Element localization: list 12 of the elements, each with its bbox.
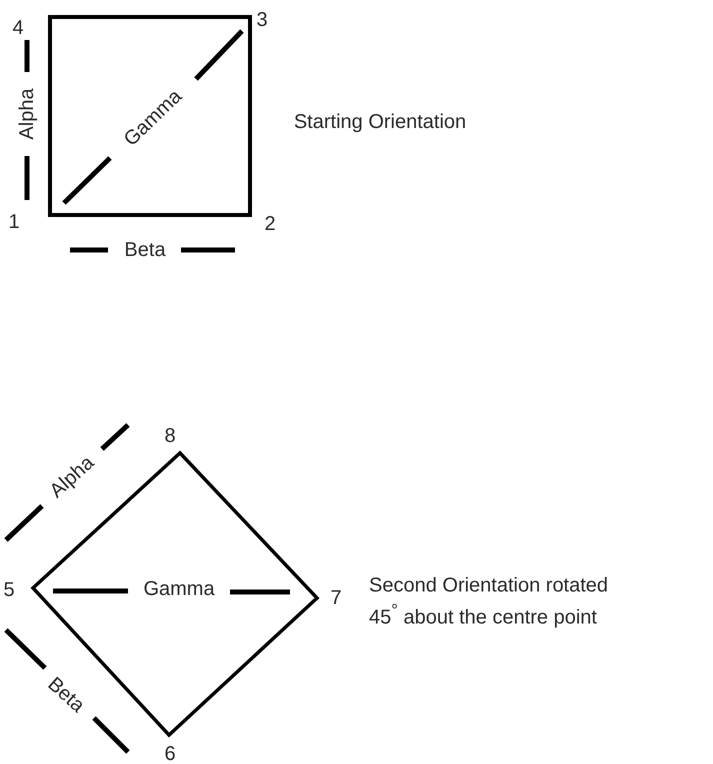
corner-number: 6 — [164, 742, 176, 764]
corner-number: 2 — [264, 212, 276, 236]
corner-number: 7 — [330, 586, 342, 610]
corner-number: 4 — [12, 16, 24, 40]
corner-number: 5 — [3, 578, 15, 602]
corner-number: 1 — [8, 210, 20, 234]
orientation-caption: Starting Orientation — [294, 110, 466, 134]
dimension-label: Beta — [124, 238, 166, 262]
corner-number: 3 — [256, 8, 268, 32]
dimension-label: Gamma — [143, 577, 215, 601]
orientation-caption: Second Orientation rotated 45$^{°}$ about the centre point — [369, 574, 610, 630]
corner-number: 8 — [164, 424, 176, 448]
